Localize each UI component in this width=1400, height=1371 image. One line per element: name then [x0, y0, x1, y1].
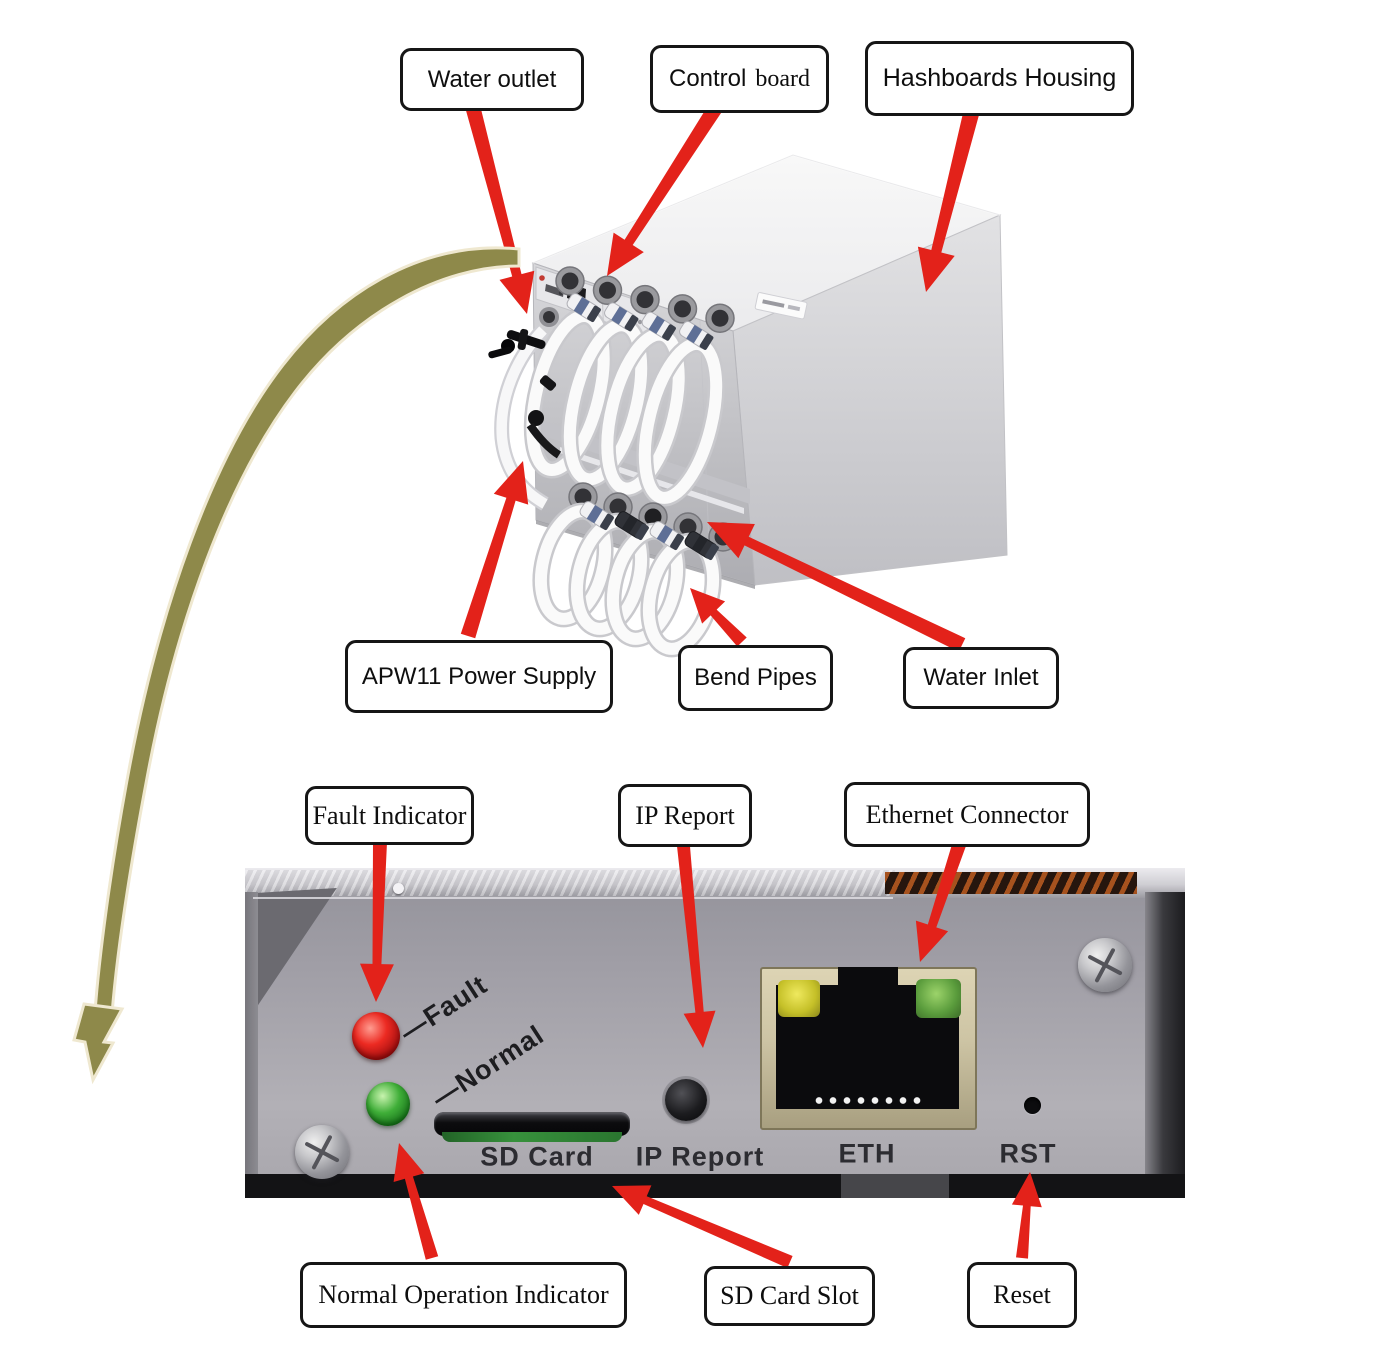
- screw-bottom-left: [295, 1125, 349, 1179]
- label-control-text: Control: [668, 65, 747, 92]
- sd-card-slot-arrow: [612, 1185, 793, 1268]
- bend-pipes-lower-group: [532, 482, 738, 658]
- label-bend-pipes: Bend Pipes: [678, 645, 833, 711]
- reset-pinhole[interactable]: [1024, 1097, 1041, 1114]
- label-water-outlet: Water outlet: [400, 48, 584, 111]
- label-fault-indicator: Fault Indicator: [305, 786, 474, 845]
- label-reset-text: Reset: [993, 1280, 1051, 1309]
- ethernet-led-yellow: [778, 980, 820, 1017]
- ethernet-jack-tab: [838, 967, 898, 987]
- fault-indicator-arrow: [360, 841, 394, 1002]
- label-sd-card-slot-text: SD Card Slot: [720, 1281, 859, 1310]
- red-arrows-top-group: [460, 102, 980, 652]
- ip-report-arrow: [676, 840, 716, 1048]
- panel-top-hatch: [245, 870, 895, 896]
- water-outlet-arrow: [464, 102, 535, 314]
- label-board-text: board: [755, 65, 811, 92]
- ethernet-connector-arrow: [915, 839, 967, 962]
- ethernet-jack[interactable]: [760, 967, 977, 1130]
- label-water-outlet-text: Water outlet: [427, 65, 557, 93]
- sd-slot-pcb-edge: [442, 1132, 622, 1142]
- model-sticker: [754, 292, 808, 320]
- top-edge-highlight: [532, 153, 1001, 264]
- label-water-inlet-text: Water Inlet: [923, 664, 1039, 691]
- label-ethernet-connector-text: Ethernet Connector: [865, 799, 1069, 829]
- water-inlet-arrow: [707, 522, 966, 652]
- label-ethernet-connector: Ethernet Connector: [844, 782, 1090, 847]
- label-hashboards-housing-text: Hashboards Housing: [882, 64, 1117, 92]
- label-apw11-power-supply: APW11 Power Supply: [345, 640, 613, 713]
- ip-report-printed-label: IP Report: [635, 1141, 765, 1172]
- label-fault-indicator-text: Fault Indicator: [312, 800, 467, 830]
- control-board-arrow: [607, 102, 723, 277]
- screw-top-right: [1078, 938, 1132, 992]
- label-ip-report-text: IP Report: [635, 800, 735, 830]
- ethernet-led-green: [916, 979, 961, 1018]
- label-normal-operation-text: Normal Operation Indicator: [318, 1280, 609, 1309]
- panel-bottom-notch: [841, 1174, 949, 1198]
- label-sd-card-slot: SD Card Slot: [704, 1266, 875, 1326]
- label-ip-report: IP Report: [618, 784, 752, 847]
- bend-pipes-upper-group: [523, 266, 735, 507]
- label-reset: Reset: [967, 1262, 1077, 1328]
- label-normal-operation-indicator: Normal Operation Indicator: [300, 1262, 627, 1328]
- normal-operation-arrow: [393, 1143, 439, 1260]
- normal-led: [366, 1082, 410, 1126]
- rear-panel-photo: —Fault —Normal SD Card IP Report ETH RST: [245, 868, 1185, 1198]
- ip-report-button[interactable]: [665, 1079, 707, 1121]
- sd-card-printed-label: SD Card: [480, 1141, 594, 1172]
- label-hashboards-housing: Hashboards Housing: [865, 41, 1134, 116]
- panel-right-shadow: [1145, 892, 1185, 1198]
- reset-arrow: [1011, 1172, 1042, 1259]
- label-control-board: Control board: [650, 45, 829, 113]
- guide-arrow: [72, 246, 521, 1085]
- label-water-inlet: Water Inlet: [903, 647, 1059, 709]
- eth-printed-label: ETH: [838, 1138, 896, 1169]
- fault-led: [352, 1012, 400, 1060]
- apw11-power-supply-arrow: [460, 461, 529, 639]
- label-apw11-text: APW11 Power Supply: [361, 662, 597, 690]
- panel-screw-hole-dot: [393, 883, 404, 894]
- panel-left-edge: [245, 892, 258, 1198]
- rst-printed-label: RST: [999, 1138, 1057, 1169]
- red-arrows-bottom-group: [360, 839, 1042, 1268]
- panel-seam-line: [253, 897, 893, 899]
- label-bend-pipes-text: Bend Pipes: [694, 664, 817, 691]
- hashboards-housing-arrow: [917, 108, 980, 292]
- power-led-dot: [539, 275, 545, 281]
- ethernet-pins: [812, 1095, 924, 1106]
- bend-pipes-arrow: [690, 588, 747, 647]
